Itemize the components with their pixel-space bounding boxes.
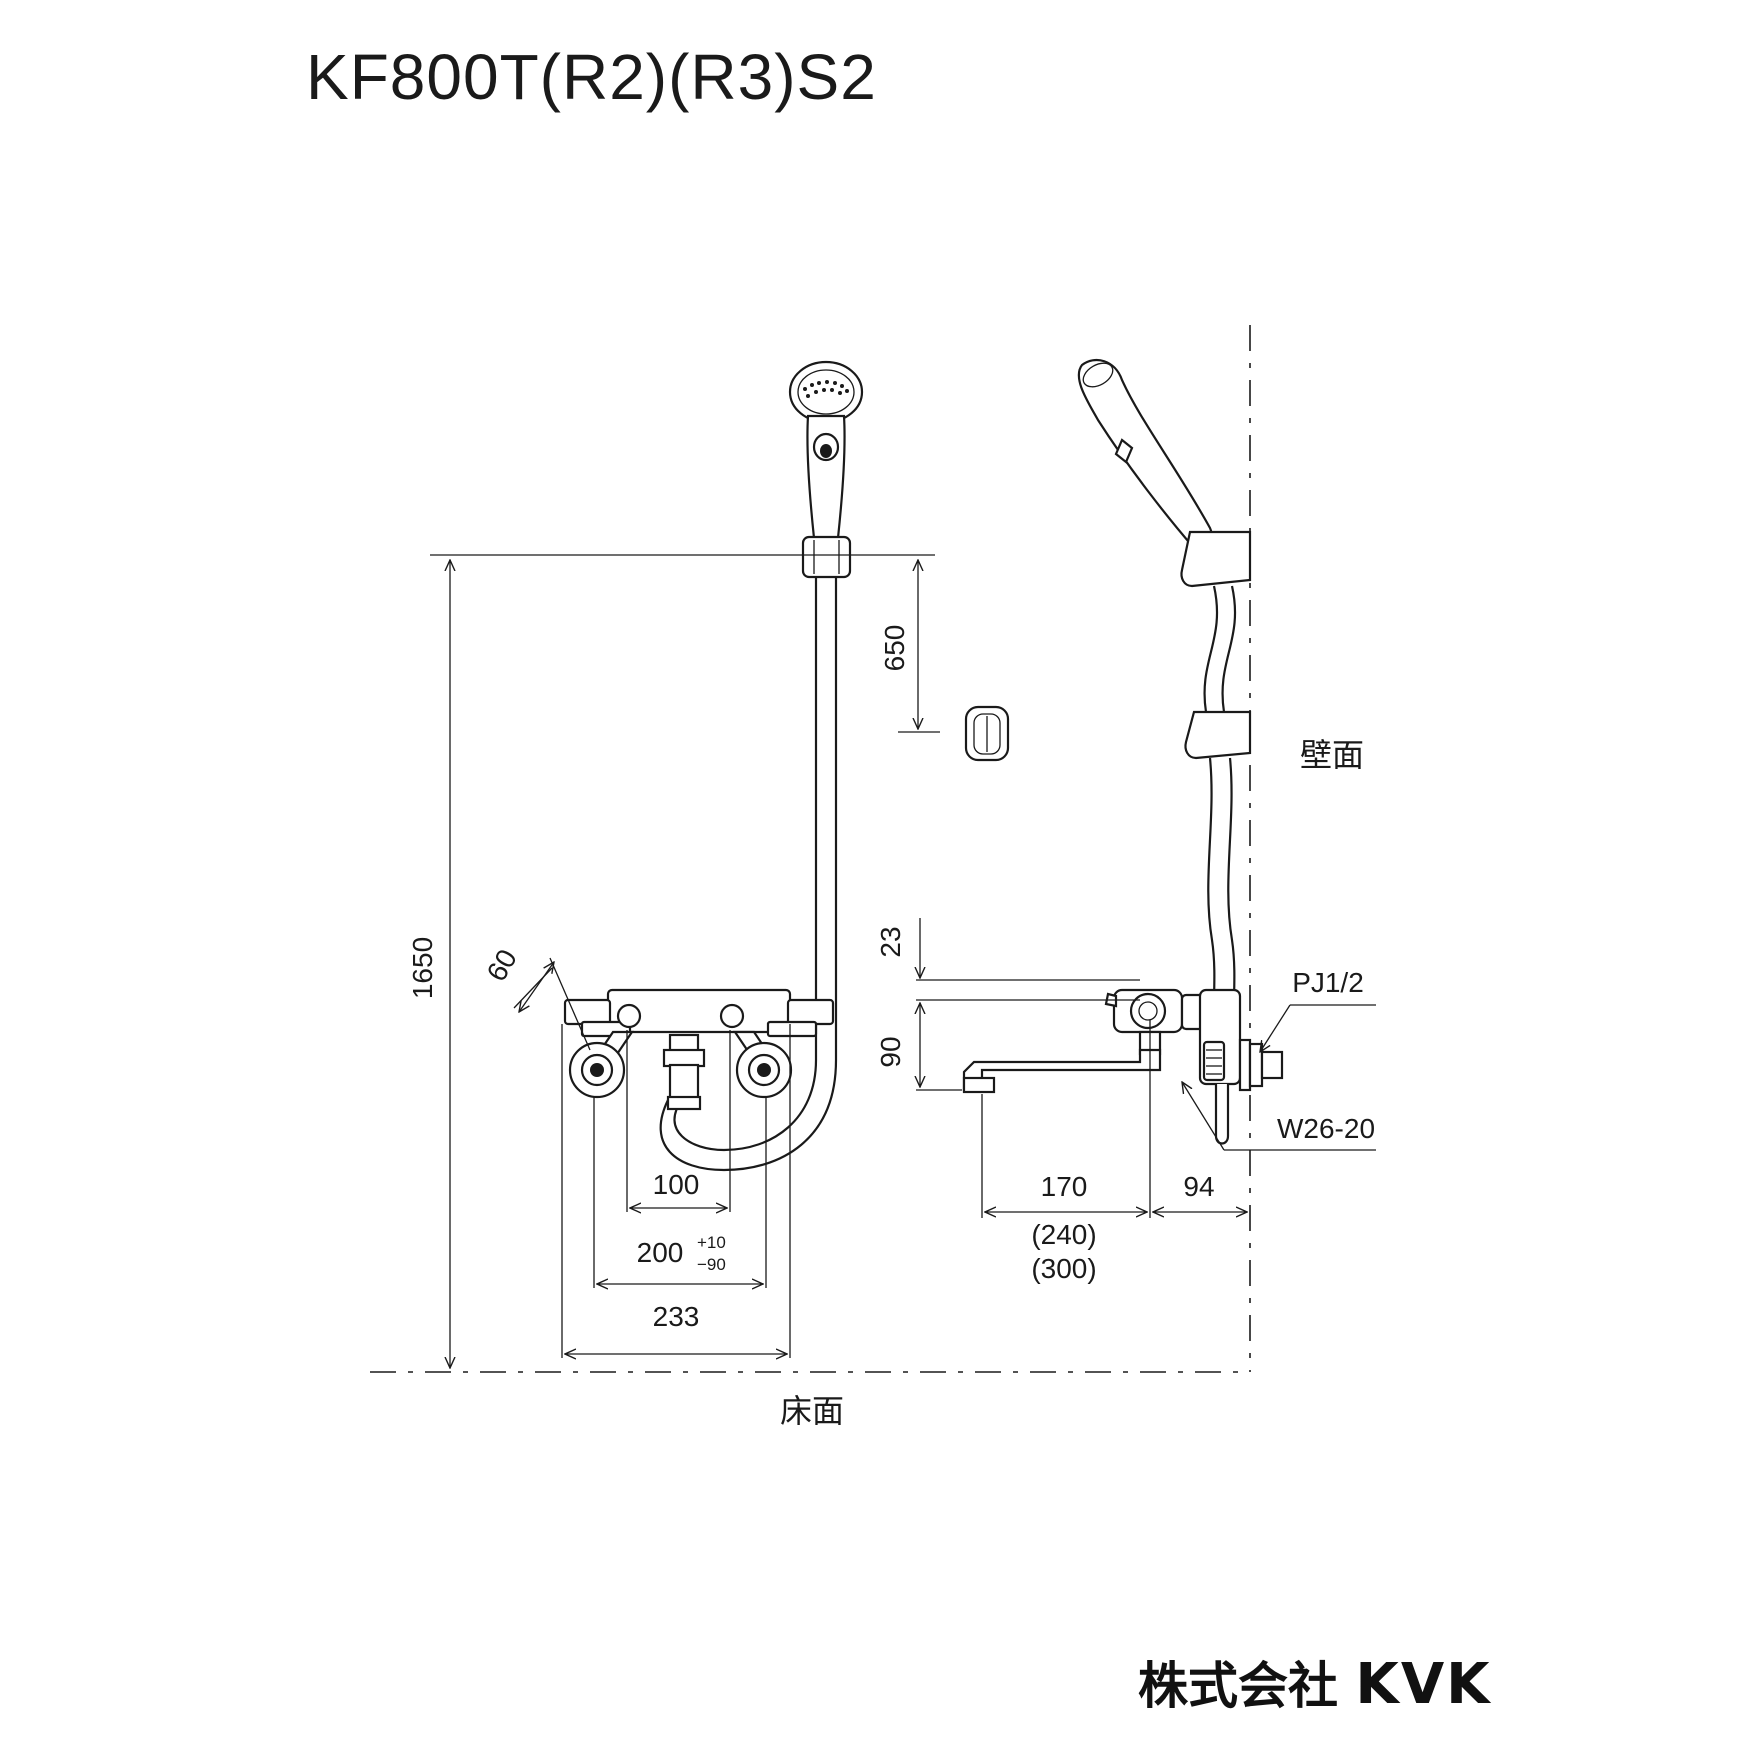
dim-label-tol-plus: +10	[697, 1233, 726, 1252]
mixer-body-side	[962, 988, 1284, 1145]
leader-w26	[1182, 1082, 1376, 1151]
side-view	[916, 358, 1376, 1218]
leader-pj	[1260, 1004, 1376, 1052]
shower-hook-upper-front	[801, 535, 852, 579]
dim-label-170: 170	[1041, 1171, 1088, 1202]
brand-company: 株式会社	[1138, 1657, 1338, 1715]
dim-label-tol-minus: −90	[697, 1255, 726, 1274]
brand-logo: 株式会社 KVK	[1138, 1646, 1492, 1718]
shower-head-front	[788, 360, 864, 540]
dim-23-90	[916, 918, 1140, 1091]
dim-label-650: 650	[879, 625, 910, 672]
label-wall: 壁面	[1300, 736, 1364, 774]
mixer-body-front	[563, 988, 835, 1111]
label-w26-20: W26-20	[1277, 1113, 1375, 1144]
dim-label-240: (240)	[1031, 1219, 1096, 1250]
dim-label-23: 23	[875, 926, 906, 957]
dim-60	[513, 957, 591, 1051]
dim-label-94: 94	[1183, 1171, 1214, 1202]
dim-1650	[430, 554, 935, 1368]
brand-kvk: KVK	[1355, 1652, 1492, 1717]
shower-hose-side	[1203, 585, 1238, 1051]
front-view	[430, 360, 1010, 1368]
dim-label-1650: 1650	[407, 937, 438, 999]
dim-650	[898, 560, 940, 733]
dim-label-90: 90	[875, 1036, 906, 1067]
dim-label-100: 100	[653, 1169, 700, 1200]
dim-extensions-front	[561, 1024, 791, 1358]
dim-label-233: 233	[653, 1301, 700, 1332]
dim-extensions-side	[981, 1020, 1151, 1218]
shower-hook-lower-front	[964, 705, 1010, 762]
dim-label-200: 200	[637, 1237, 684, 1268]
dim-label-60: 60	[481, 944, 523, 986]
model-title: KF800T(R2)(R3)S2	[306, 41, 877, 113]
shower-hook-lower-side	[1184, 710, 1252, 760]
shower-hook-upper-side	[1180, 530, 1252, 588]
label-floor: 床面	[780, 1392, 844, 1430]
label-pj12: PJ1/2	[1292, 967, 1364, 998]
dim-label-300: (300)	[1031, 1253, 1096, 1284]
shower-head-side	[1077, 358, 1213, 550]
